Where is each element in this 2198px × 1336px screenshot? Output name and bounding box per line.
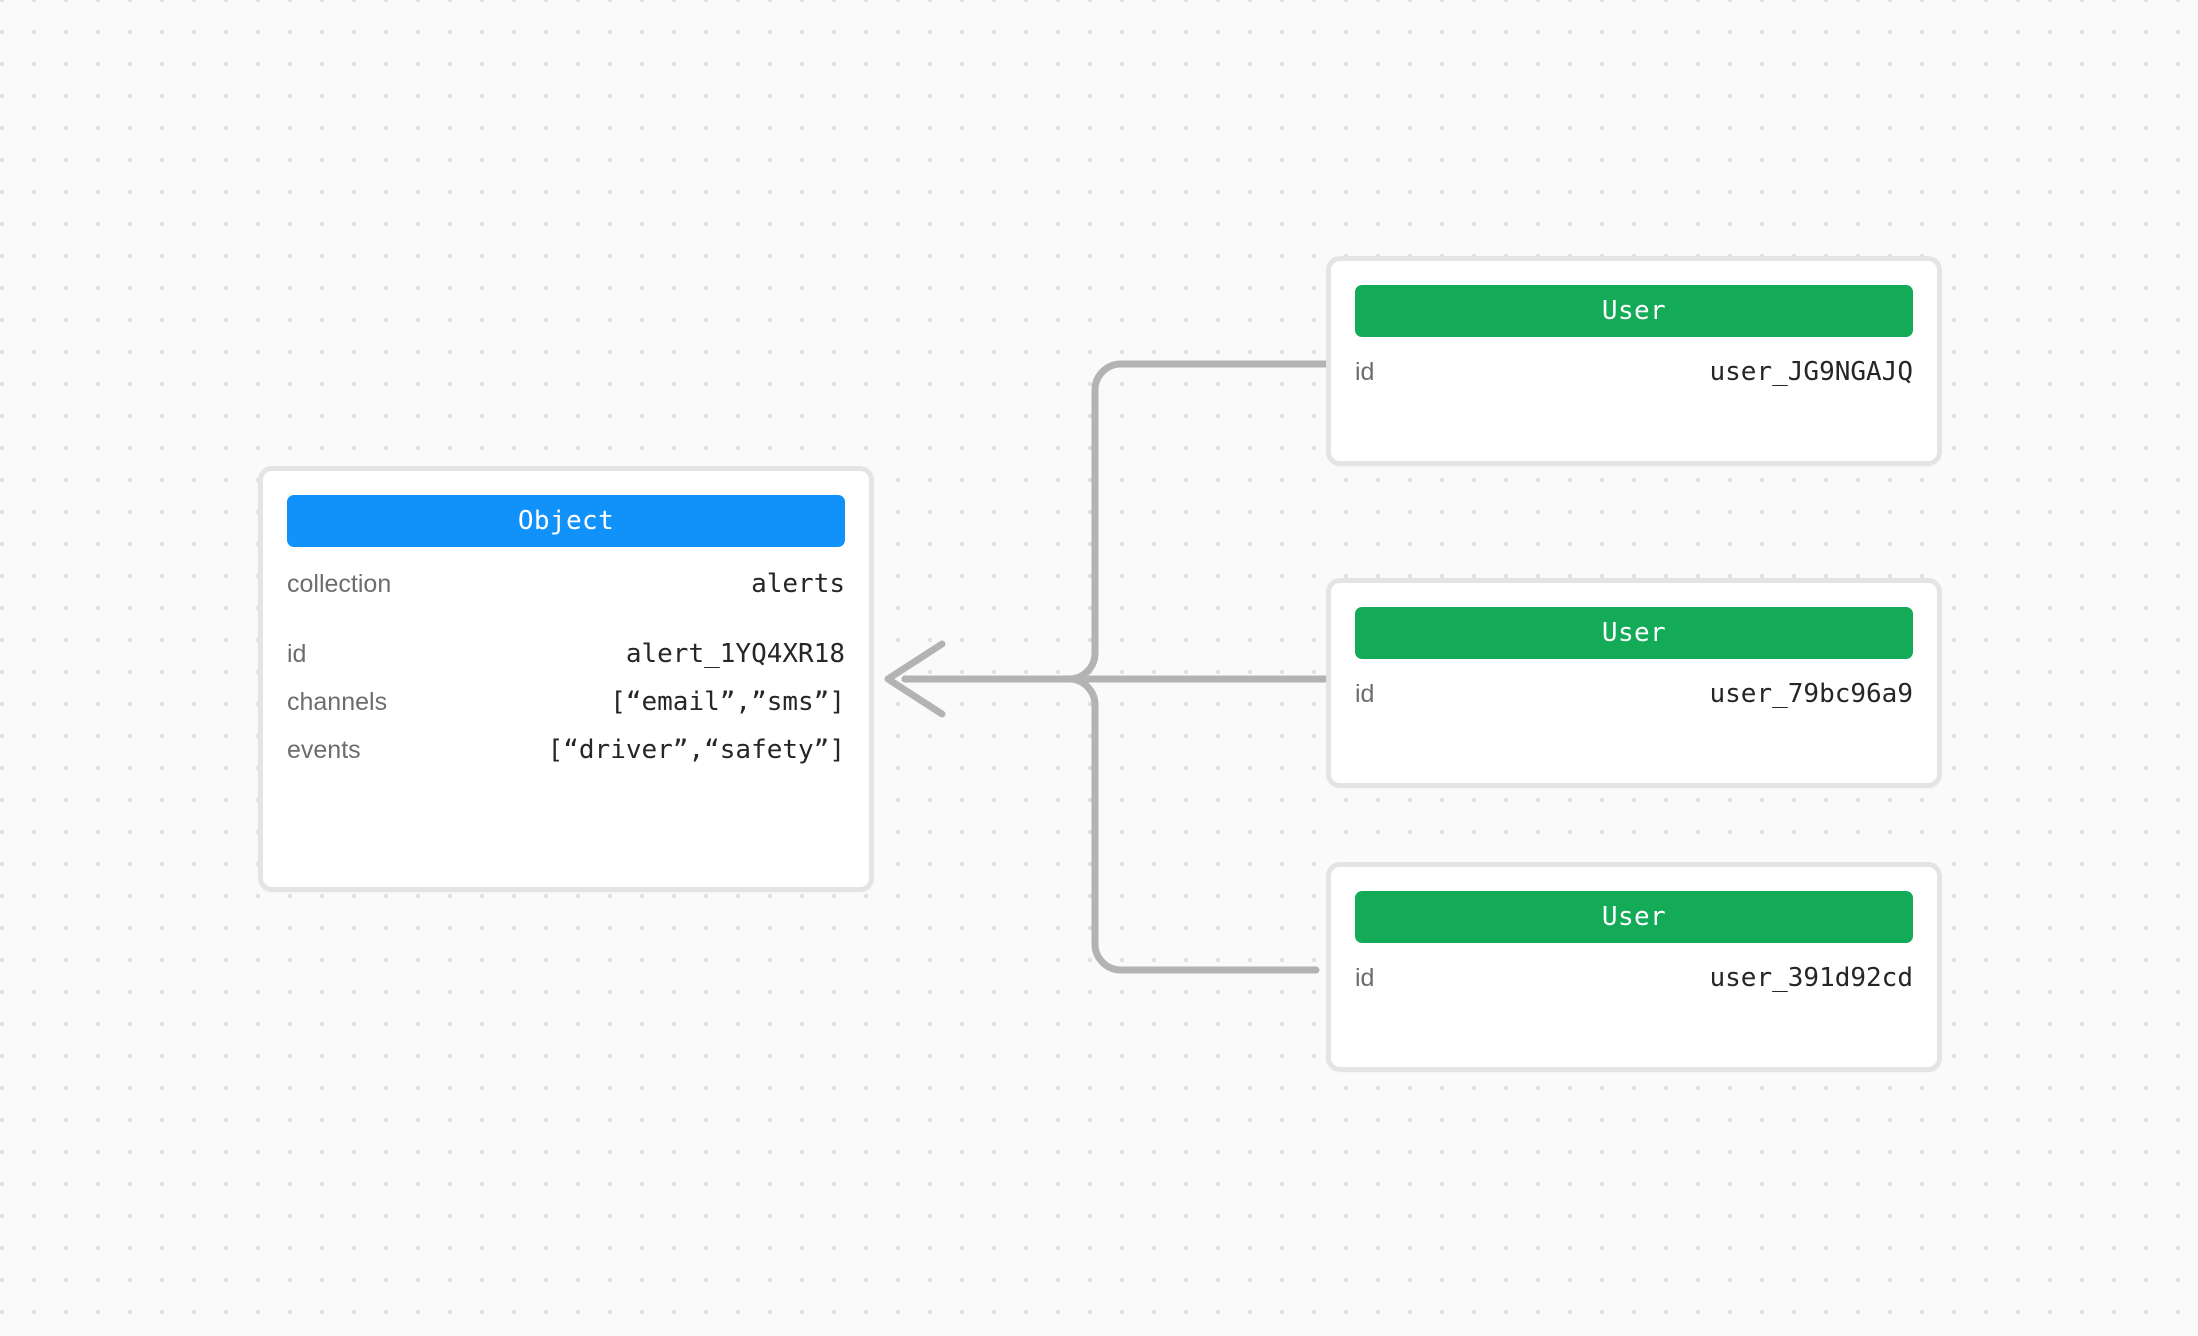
field-value: alert_1YQ4XR18 [625,639,845,669]
field-key: channels [287,688,388,716]
node-user-body: id user_79bc96a9 [1331,659,1937,727]
field-row-id: id alert_1YQ4XR18 [287,639,845,687]
node-user-body: id user_391d92cd [1331,943,1937,1011]
node-user-body: id user_JG9NGAJQ [1331,337,1937,405]
node-user-type-label: User [1355,891,1913,943]
field-value: [“driver”,“safety”] [547,735,845,765]
node-user-1[interactable]: User id user_JG9NGAJQ [1326,256,1942,466]
node-user-type-label: User [1355,607,1913,659]
field-row-collection: collection alerts [287,569,845,617]
field-key: id [287,640,307,668]
field-value: user_79bc96a9 [1709,679,1914,709]
field-key: id [1355,964,1375,992]
edge-user-1-to-object [901,360,1336,683]
field-row-channels: channels [“email”,”sms”] [287,687,845,735]
field-key: collection [287,570,392,598]
field-value: [“email”,”sms”] [610,687,845,717]
field-key: events [287,736,361,764]
node-user-type-label: User [1355,285,1913,337]
field-value: user_391d92cd [1709,963,1914,993]
field-value: alerts [751,569,845,599]
node-object-body: collection alerts id alert_1YQ4XR18 chan… [263,547,869,783]
field-value: user_JG9NGAJQ [1709,357,1914,387]
edge-user-3-to-object [901,675,1320,974]
arrowhead-icon [884,640,946,718]
field-group-separator [287,617,845,639]
field-row-id: id user_391d92cd [1355,963,1913,1011]
field-key: id [1355,358,1375,386]
field-row-events: events [“driver”,“safety”] [287,735,845,783]
node-object-type-label: Object [287,495,845,547]
field-row-id: id user_79bc96a9 [1355,679,1913,727]
field-row-id: id user_JG9NGAJQ [1355,357,1913,405]
field-key: id [1355,680,1375,708]
node-user-2[interactable]: User id user_79bc96a9 [1326,578,1942,788]
node-user-3[interactable]: User id user_391d92cd [1326,862,1942,1072]
node-object[interactable]: Object collection alerts id alert_1YQ4XR… [258,466,874,892]
